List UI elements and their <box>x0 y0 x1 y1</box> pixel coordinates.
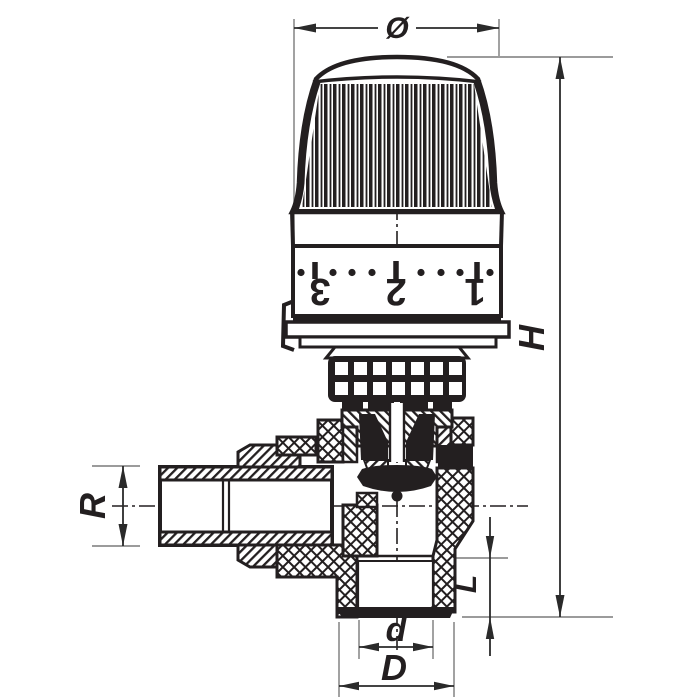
head-ribs <box>302 84 492 207</box>
depth-label: L <box>450 575 483 593</box>
arrow-up <box>485 617 495 639</box>
body-left-step <box>355 491 379 509</box>
bore-label: d <box>386 611 408 649</box>
head-skirt-right <box>499 210 504 247</box>
bonnet <box>340 403 454 502</box>
thermostatic-head <box>288 54 506 247</box>
head-edge-shade-left <box>291 80 321 212</box>
head-clip <box>280 299 295 352</box>
body-right-shoulder <box>449 416 475 447</box>
scale-number-3: 3 <box>309 270 330 312</box>
dim-socket-depth: L <box>450 517 495 656</box>
arrow-up <box>118 466 128 488</box>
left-thread-connection <box>158 465 334 547</box>
base-flare <box>322 345 472 360</box>
scale-ticks <box>312 261 480 280</box>
arrow-left <box>359 642 379 652</box>
head-skirt-left <box>290 210 295 247</box>
arrow-down <box>555 595 565 617</box>
body-left-wall <box>341 503 379 558</box>
valve-disc-stem <box>391 490 403 502</box>
arrow-right <box>413 642 433 652</box>
dim-height: H <box>511 57 565 617</box>
head-brim-line <box>312 75 482 84</box>
outer-label: D <box>381 647 407 688</box>
body-right-seat-band <box>438 445 473 468</box>
arrow-left <box>339 681 359 691</box>
arrow-down <box>485 536 495 558</box>
gland-left <box>359 414 388 460</box>
socket-bottom-face <box>337 607 455 618</box>
tailpiece-thread-bottom <box>158 530 334 547</box>
tailpiece-thread-top <box>158 465 334 482</box>
scale-ring-bottom-edge <box>293 314 501 322</box>
scale-number-2: 2 <box>385 270 406 312</box>
head-base <box>280 299 511 410</box>
nut-step-top <box>275 435 318 457</box>
arrow-right <box>434 681 454 691</box>
arrow-right <box>477 23 499 33</box>
socket-bore <box>358 562 433 606</box>
bottom-socket <box>337 554 455 618</box>
dim-outer-diameter: D <box>339 647 454 691</box>
base-plate-upper <box>284 320 511 339</box>
diameter-label: Ø <box>385 12 410 45</box>
thread-label: R <box>72 493 113 519</box>
height-label: H <box>511 324 552 351</box>
nut-collar-top <box>316 418 345 464</box>
arrow-down <box>118 524 128 546</box>
valve-body <box>275 416 475 619</box>
spindle-channel <box>391 403 403 462</box>
dim-thread-size: R <box>72 466 128 546</box>
dim-diameter: Ø <box>294 12 499 45</box>
scale-ring: 3 2 1 <box>291 244 503 322</box>
scale-dots <box>297 268 494 277</box>
scale-number-1: 1 <box>464 270 485 312</box>
extension-lines <box>92 19 613 697</box>
body-right-wall <box>431 466 475 614</box>
arrow-left <box>294 23 316 33</box>
head-edge-shade-right <box>473 80 503 212</box>
arrow-up <box>555 57 565 79</box>
dim-inner-diameter: d <box>359 611 433 652</box>
gland-right <box>406 414 435 460</box>
valve-disc <box>357 465 437 492</box>
knurl-squares <box>335 362 462 395</box>
